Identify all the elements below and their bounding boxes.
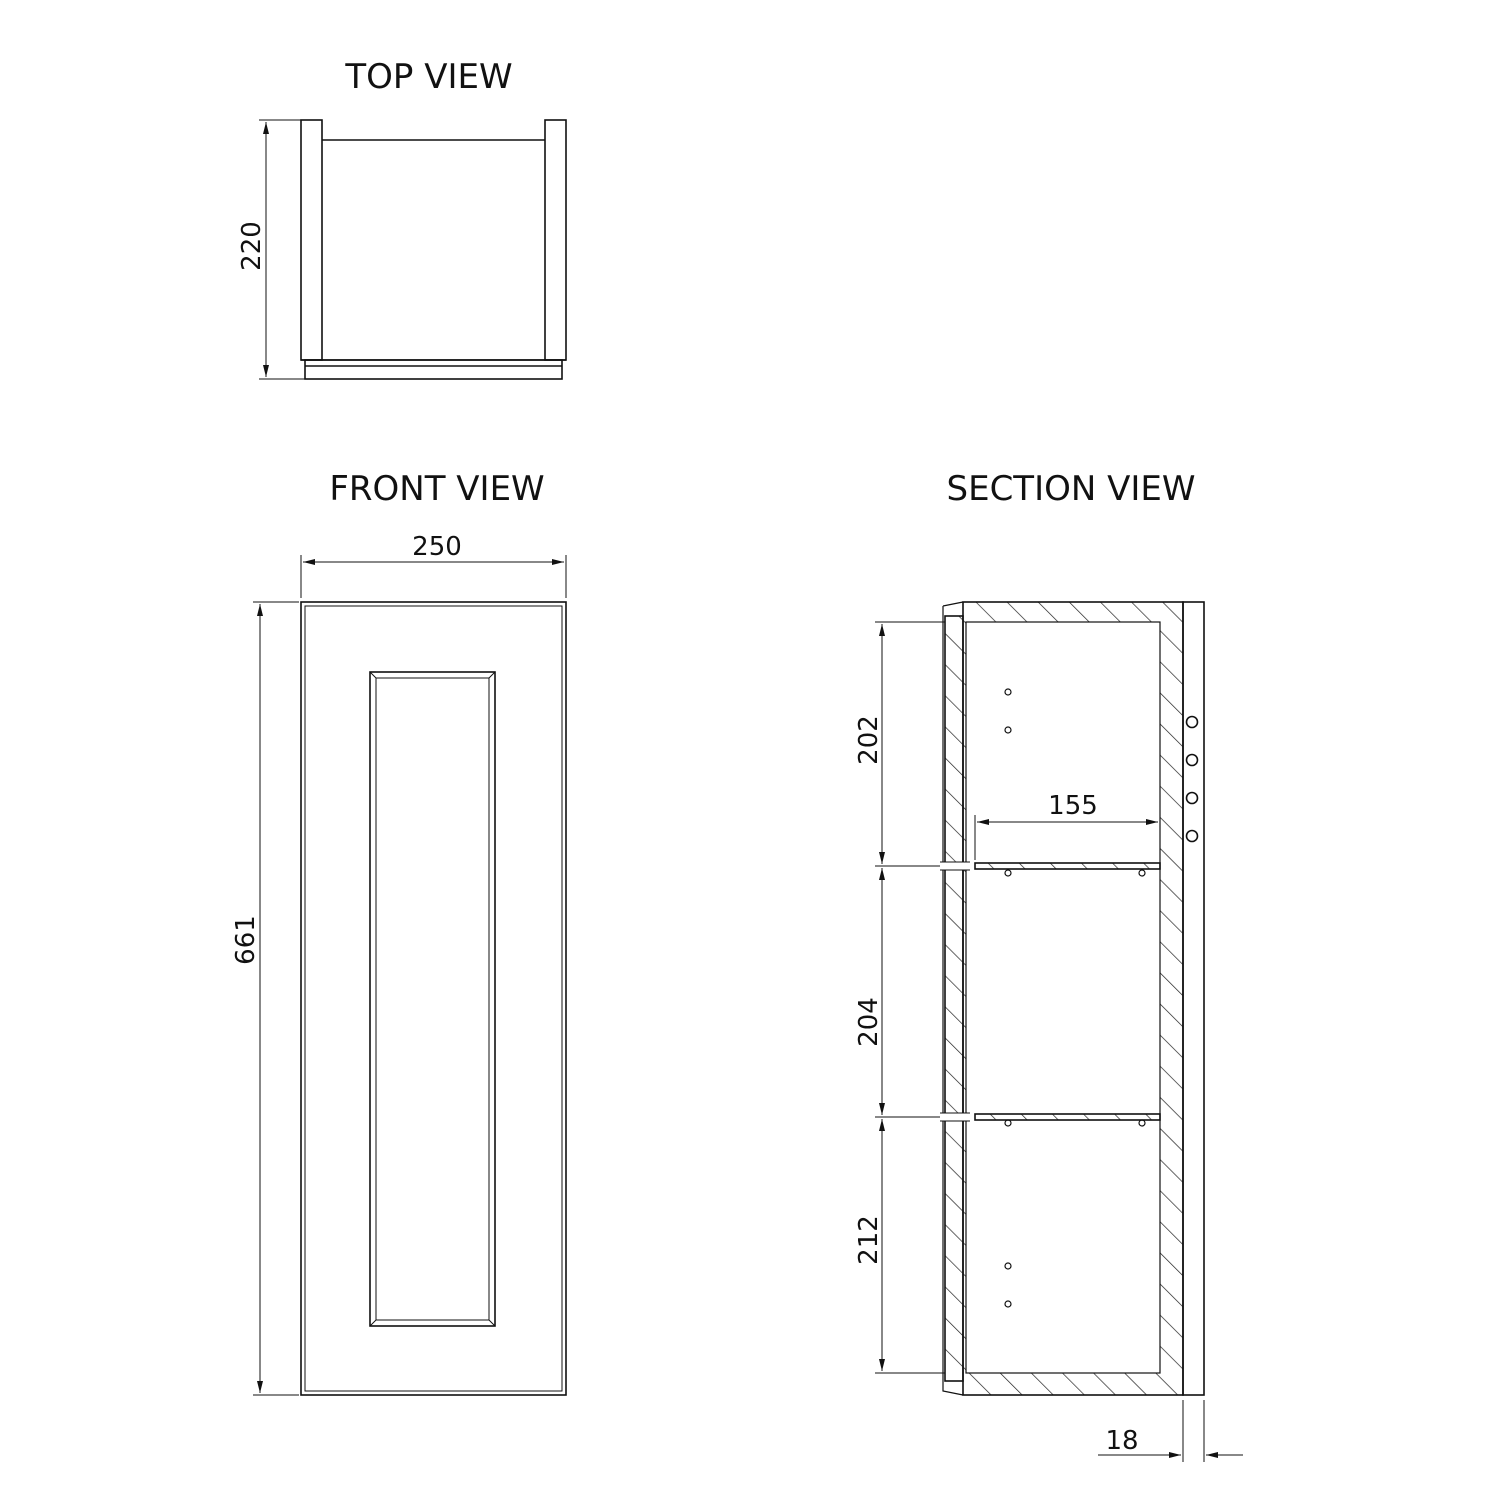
top-view-title: TOP VIEW (344, 57, 512, 97)
front-door-bevel (304, 605, 563, 1392)
top-left-post (300, 119, 323, 361)
top-door-edge (304, 359, 563, 380)
section-back-rail (1182, 601, 1205, 1396)
front-view-title: FRONT VIEW (329, 469, 544, 509)
section-inner-width-dimension-label: 155 (1048, 791, 1098, 821)
section-rail-hole-2 (1185, 753, 1199, 767)
section-pin-hole (1004, 1119, 1012, 1127)
section-pin-hole (1138, 1119, 1146, 1127)
section-pin-hole (1004, 726, 1012, 734)
section-pin-hole (1004, 688, 1012, 696)
top-right-post (544, 119, 567, 361)
section-rail-hole-1 (1185, 715, 1199, 729)
section-carcass-outline (962, 601, 1184, 1396)
section-door-strip (944, 615, 964, 1382)
section-pin-hole (1004, 869, 1012, 877)
front-view: FRONT VIEW 250 661 (231, 469, 567, 1396)
front-height-dimension-label: 661 (231, 915, 261, 965)
section-shelf-upper (974, 862, 1161, 870)
section-view-title: SECTION VIEW (947, 469, 1196, 509)
section-lower-dimension-label: 212 (854, 1215, 884, 1265)
section-view: SECTION VIEW (854, 469, 1243, 1462)
top-depth-dimension-label: 220 (237, 221, 267, 271)
section-pin-hole (1004, 1300, 1012, 1308)
section-shelf-lower (974, 1113, 1161, 1121)
front-panel-inner (375, 677, 490, 1321)
front-door-outer (300, 601, 567, 1396)
section-upper-dimension-label: 202 (854, 715, 884, 765)
section-rail-hole-3 (1185, 791, 1199, 805)
section-pin-hole (1004, 1262, 1012, 1270)
front-width-dimension-label: 250 (412, 532, 462, 562)
top-view: TOP VIEW 220 (237, 57, 567, 380)
front-panel-outer (369, 671, 496, 1327)
section-carcass-inner (965, 621, 1161, 1374)
section-pin-hole (1138, 869, 1146, 877)
section-middle-dimension-label: 204 (854, 997, 884, 1047)
section-carcass-hatch (963, 602, 1183, 1395)
section-thickness-dimension-label: 18 (1105, 1426, 1138, 1456)
section-rail-hole-4 (1185, 829, 1199, 843)
